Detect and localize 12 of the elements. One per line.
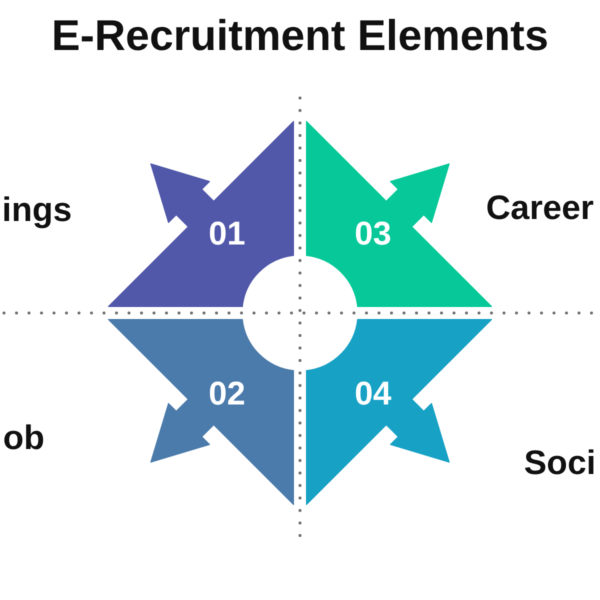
arrow-quadrant-shape — [108, 121, 294, 307]
side-label: ings — [2, 193, 72, 227]
step-number: 02 — [208, 376, 246, 410]
step-number: 04 — [354, 376, 392, 410]
side-label: ob — [3, 421, 45, 455]
side-label: Career — [486, 191, 594, 225]
side-label: Soci — [524, 446, 596, 480]
arrow-quadrant-shape — [306, 319, 492, 505]
arrow-quadrant-shape — [108, 319, 294, 505]
diagram-title: E-Recruitment Elements — [51, 12, 549, 60]
step-number: 01 — [208, 216, 246, 250]
step-number: 03 — [354, 216, 392, 250]
